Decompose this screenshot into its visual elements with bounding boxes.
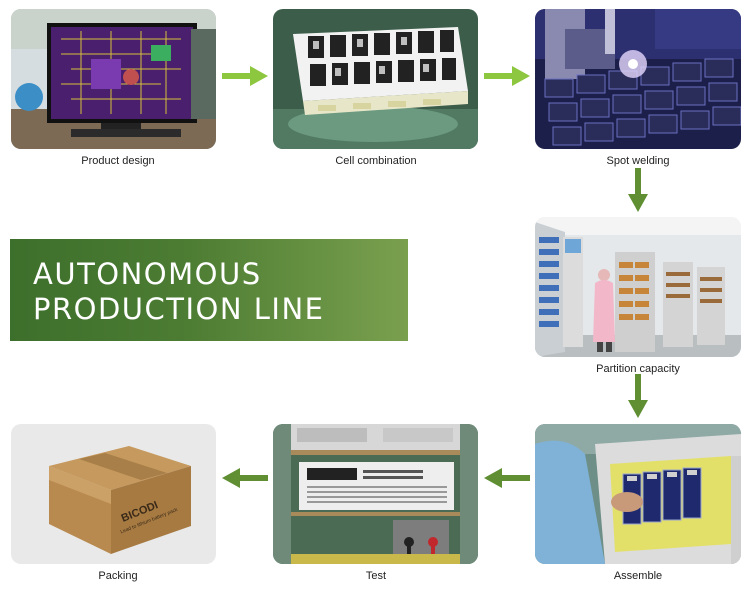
arrow-right-icon [484,66,530,86]
capacity-cabinets-image [535,217,741,357]
cell-combination-photo [273,9,478,149]
cardboard-box-image: BICODI Lead to lithium battery pack [11,424,216,564]
arrow-left-icon [484,468,530,488]
spot-welding-photo [535,9,741,149]
caption-product-design: Product design [81,155,155,167]
caption-assemble: Assemble [613,570,663,582]
welding-image [535,9,741,149]
banner-title-line-2: PRODUCTION LINE [33,292,325,326]
arrow-down-icon [628,374,648,418]
caption-partition-capacity: Partition capacity [596,363,680,375]
banner-title-line-1: AUTONOMOUS [33,257,262,291]
partition-capacity-photo [535,217,741,357]
cell-holder-image [273,9,478,149]
monitor-pcb-image [11,9,216,149]
assemble-photo [535,424,741,564]
product-design-photo [11,9,216,149]
arrow-left-icon [222,468,268,488]
autonomous-production-line-banner: AUTONOMOUS PRODUCTION LINE [10,239,408,341]
caption-packing: Packing [98,570,138,582]
packing-photo: BICODI Lead to lithium battery pack [11,424,216,564]
caption-test: Test [365,570,387,582]
assembly-image [535,424,741,564]
test-equipment-image [273,424,478,564]
caption-spot-welding: Spot welding [606,155,670,167]
arrow-right-icon [222,66,268,86]
test-photo [273,424,478,564]
caption-cell-combination: Cell combination [335,155,417,167]
arrow-down-icon [628,168,648,212]
